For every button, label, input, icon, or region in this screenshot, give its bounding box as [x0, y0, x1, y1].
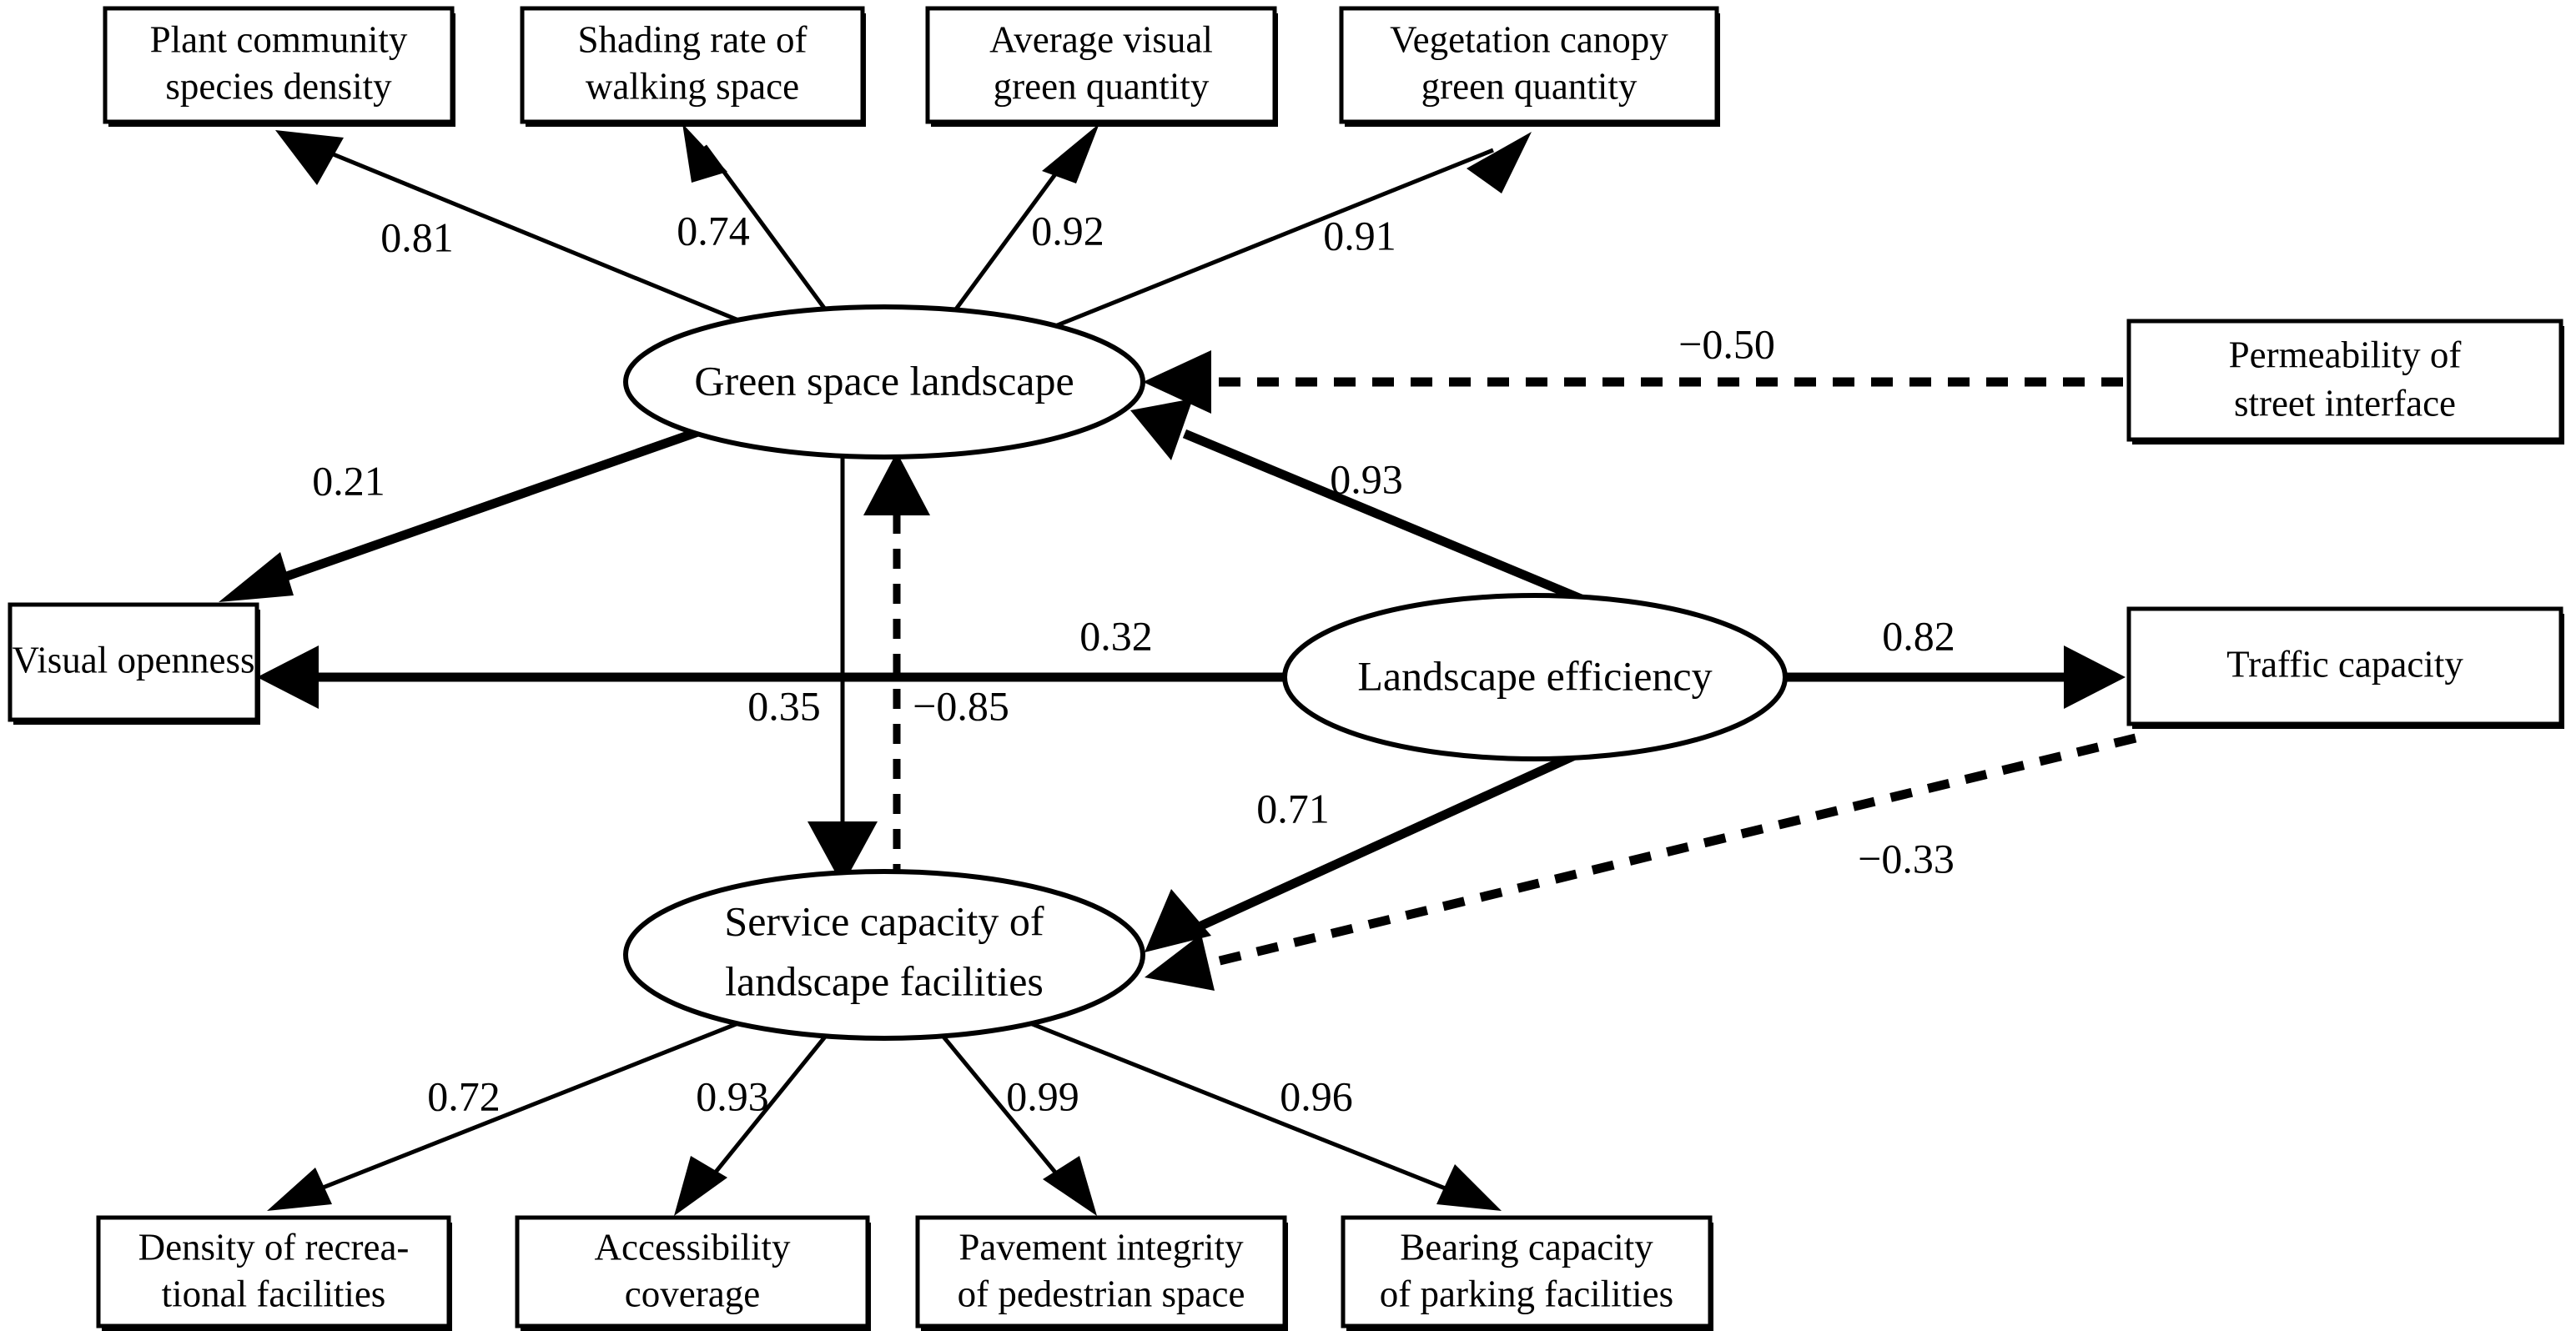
- node-accessibility-coverage[interactable]: Accessibility coverage: [515, 1215, 871, 1331]
- node-service-capacity-of-landscape-facilities[interactable]: Service capacity of landscape facilities: [623, 869, 1145, 1041]
- path-permeability-to-gsl: [1143, 350, 2123, 414]
- path-gsl-to-average-visual: [953, 123, 1099, 312]
- path-gsl-to-plant-community: [275, 130, 752, 328]
- path-le-to-gsl: [1130, 399, 1592, 607]
- node-label-line1: Traffic capacity: [2226, 643, 2463, 685]
- node-label-line1: Vegetation canopy: [1390, 18, 1668, 60]
- node-label-line1: Permeability of: [2229, 334, 2462, 375]
- node-label-line2: tional facilities: [162, 1273, 386, 1314]
- node-plant-community-species-density[interactable]: Plant community species density: [103, 6, 455, 127]
- coef-gsl-to-shading-rate: 0.74: [677, 207, 750, 254]
- path-gsl-to-scl: [808, 457, 878, 886]
- coef-gsl-to-plant-community: 0.81: [380, 213, 454, 260]
- path-scl-to-bearing-capacity: [1025, 1019, 1502, 1211]
- node-label-line1: Density of recrea-: [138, 1226, 410, 1268]
- node-label-line2: walking space: [586, 65, 799, 107]
- coef-scl-to-bearing-capacity: 0.96: [1280, 1072, 1353, 1119]
- node-pavement-integrity-of-pedestrian-space[interactable]: Pavement integrity of pedestrian space: [915, 1215, 1288, 1331]
- coef-gsl-to-visual-openness: 0.21: [312, 457, 385, 504]
- node-traffic-capacity[interactable]: Traffic capacity: [2126, 606, 2564, 729]
- path-le-to-scl: [1145, 744, 1592, 952]
- coef-le-to-traffic-capacity: 0.82: [1882, 612, 1955, 659]
- coef-gsl-to-vegetation-canopy: 0.91: [1323, 212, 1396, 259]
- coef-scl-to-accessibility: 0.93: [696, 1072, 769, 1119]
- path-le-to-traffic-capacity: [1785, 645, 2126, 709]
- node-label-line1: Bearing capacity: [1400, 1226, 1653, 1268]
- node-label-line1: Visual openness: [12, 639, 254, 681]
- coef-gsl-to-scl: 0.35: [747, 682, 821, 729]
- node-label-line1: Average visual: [989, 18, 1213, 60]
- coef-le-to-visual-openness: 0.32: [1079, 612, 1153, 659]
- node-bearing-capacity-of-parking-facilities[interactable]: Bearing capacity of parking facilities: [1341, 1215, 1713, 1331]
- node-label-line1: Service capacity of: [724, 897, 1044, 944]
- path-scl-to-gsl: [863, 452, 930, 884]
- coef-scl-to-gsl: −0.85: [913, 682, 1009, 729]
- node-vegetation-canopy-green-quantity[interactable]: Vegetation canopy green quantity: [1339, 6, 1720, 127]
- node-label-line2: green quantity: [994, 65, 1210, 107]
- node-label-line1: Green space landscape: [694, 357, 1074, 404]
- coef-le-to-scl: 0.71: [1256, 785, 1330, 831]
- coef-le-to-gsl: 0.93: [1330, 455, 1403, 502]
- path-scl-to-pavement: [941, 1034, 1097, 1216]
- coef-scl-to-density-recreational: 0.72: [427, 1072, 501, 1119]
- node-label-line2: street interface: [2234, 382, 2456, 424]
- path-scl-to-accessibility: [674, 1034, 828, 1216]
- node-green-space-landscape[interactable]: Green space landscape: [623, 304, 1145, 460]
- node-landscape-efficiency[interactable]: Landscape efficiency: [1282, 593, 1788, 761]
- node-label-line1: Accessibility: [595, 1226, 791, 1268]
- node-label-line2: green quantity: [1421, 65, 1638, 107]
- node-shading-rate-of-walking-space[interactable]: Shading rate of walking space: [520, 6, 866, 127]
- node-visual-openness[interactable]: Visual openness: [8, 602, 260, 725]
- path-gsl-to-visual-openness: [219, 424, 707, 602]
- node-permeability-of-street-interface[interactable]: Permeability of street interface: [2126, 319, 2564, 445]
- path-gsl-to-vegetation-canopy: [1046, 132, 1532, 332]
- coef-scl-to-pavement: 0.99: [1006, 1072, 1079, 1119]
- node-label-line1: Plant community: [150, 18, 408, 60]
- path-le-to-visual-openness: [257, 645, 1285, 709]
- node-label-line2: of pedestrian space: [958, 1273, 1245, 1314]
- node-label-line2: coverage: [625, 1273, 760, 1314]
- coef-permeability-to-gsl: −0.50: [1678, 320, 1775, 367]
- coef-gsl-to-average-visual: 0.92: [1031, 207, 1104, 254]
- node-label-line1: Shading rate of: [578, 18, 808, 60]
- coef-traffic-capacity-to-scl: −0.33: [1858, 835, 1955, 881]
- node-label-line2: of parking facilities: [1380, 1273, 1673, 1314]
- node-label-line2: landscape facilities: [725, 957, 1044, 1004]
- node-label-line2: species density: [165, 65, 392, 107]
- path-gsl-to-shading-rate: [682, 123, 828, 312]
- node-average-visual-green-quantity[interactable]: Average visual green quantity: [925, 6, 1278, 127]
- path-scl-to-density-recreational: [267, 1019, 743, 1211]
- node-label-line1: Pavement integrity: [958, 1226, 1244, 1268]
- path-traffic-capacity-to-scl: [1145, 733, 2137, 991]
- node-label-line1: Landscape efficiency: [1357, 652, 1712, 699]
- node-density-of-recreational-facilities[interactable]: Density of recrea- tional facilities: [96, 1215, 452, 1331]
